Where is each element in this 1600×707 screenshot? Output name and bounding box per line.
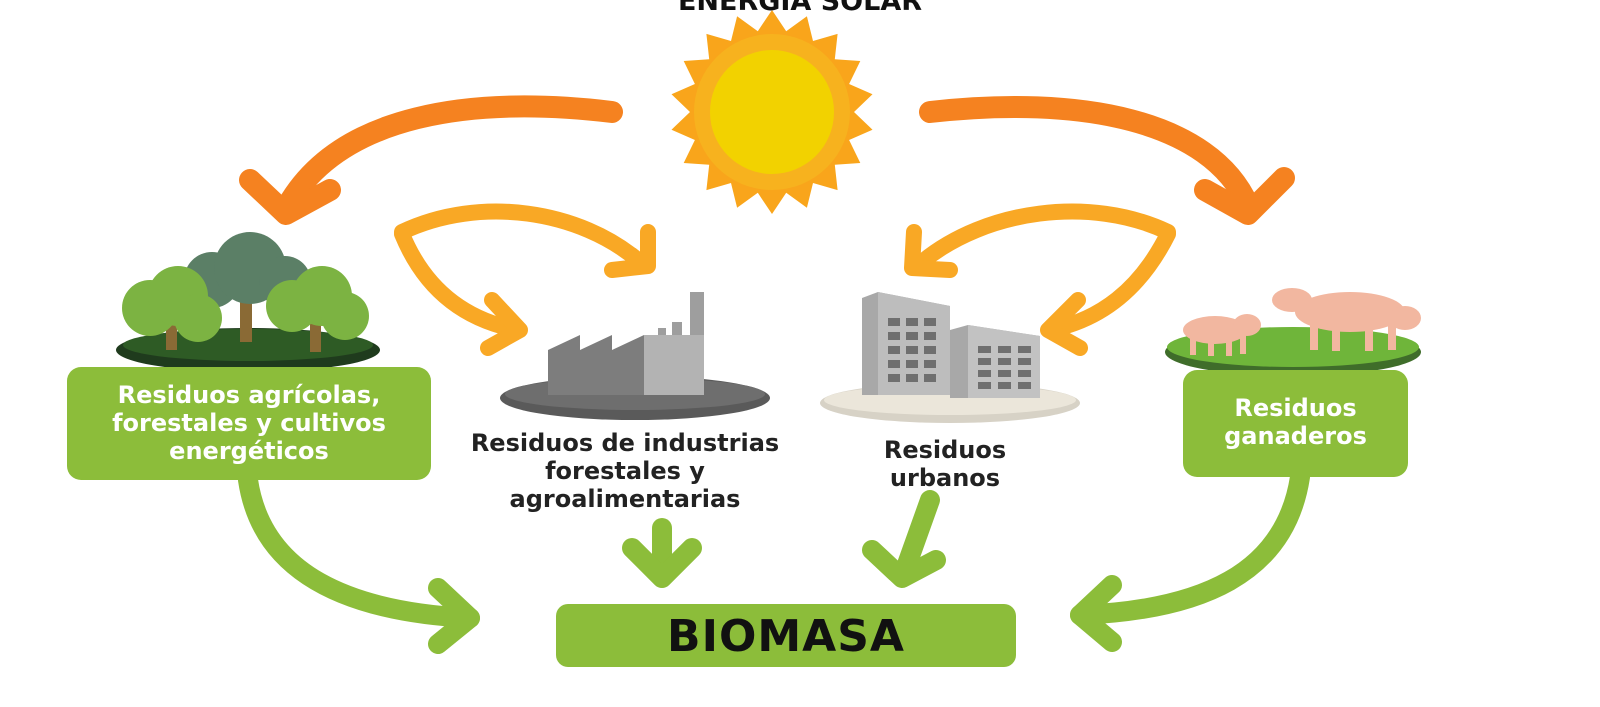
window xyxy=(998,346,1011,353)
window xyxy=(998,370,1011,377)
window xyxy=(888,346,900,354)
window xyxy=(1018,370,1031,377)
diagram-title: ENERGÍA SOLAR xyxy=(677,0,923,17)
window xyxy=(906,332,918,340)
window xyxy=(906,360,918,368)
window xyxy=(888,374,900,382)
window xyxy=(998,358,1011,365)
window xyxy=(1018,346,1031,353)
window xyxy=(924,374,936,382)
arrow-sun-to-urban-side xyxy=(1040,226,1176,356)
window xyxy=(1018,382,1031,389)
buildings-icon xyxy=(820,292,1080,423)
sun-icon xyxy=(671,10,873,214)
window xyxy=(924,318,936,326)
arrow-sun-to-industry-top xyxy=(394,203,656,278)
window xyxy=(906,374,918,382)
pigs-icon xyxy=(1165,288,1421,376)
window xyxy=(888,332,900,340)
agricultural-residues-label: Residuos agrícolas, forestales y cultivo… xyxy=(112,381,386,465)
factory-icon xyxy=(500,292,770,420)
arrow-sun-to-urban-top xyxy=(904,203,1176,278)
livestock-residues-box xyxy=(1183,370,1408,477)
urban-residues-label: Residuos urbanos xyxy=(883,436,1007,492)
window xyxy=(888,360,900,368)
biomasa-box xyxy=(556,604,1016,667)
trees-icon xyxy=(116,232,380,372)
agricultural-residues-box xyxy=(67,367,431,480)
window xyxy=(924,360,936,368)
arrow-agricultural-to-biomasa xyxy=(238,470,480,654)
arrow-urban-to-biomasa xyxy=(862,490,946,588)
arrow-sun-to-industry-side xyxy=(394,226,528,356)
arrow-livestock-to-biomasa xyxy=(1070,467,1310,652)
window xyxy=(978,346,991,353)
arrow-sun-to-agricultural xyxy=(239,95,623,225)
window xyxy=(906,318,918,326)
window xyxy=(924,346,936,354)
window xyxy=(978,358,991,365)
window xyxy=(906,346,918,354)
window xyxy=(998,382,1011,389)
biomasa-label: BIOMASA xyxy=(667,611,905,662)
window xyxy=(888,318,900,326)
window xyxy=(978,382,991,389)
livestock-residues-label: Residuos ganaderos xyxy=(1224,394,1367,450)
window xyxy=(924,332,936,340)
industrial-residues-label: Residuos de industrias forestales y agro… xyxy=(470,429,780,513)
arrow-sun-to-livestock xyxy=(919,95,1295,225)
window xyxy=(978,370,991,377)
arrow-industry-to-biomasa xyxy=(622,518,702,588)
window xyxy=(1018,358,1031,365)
